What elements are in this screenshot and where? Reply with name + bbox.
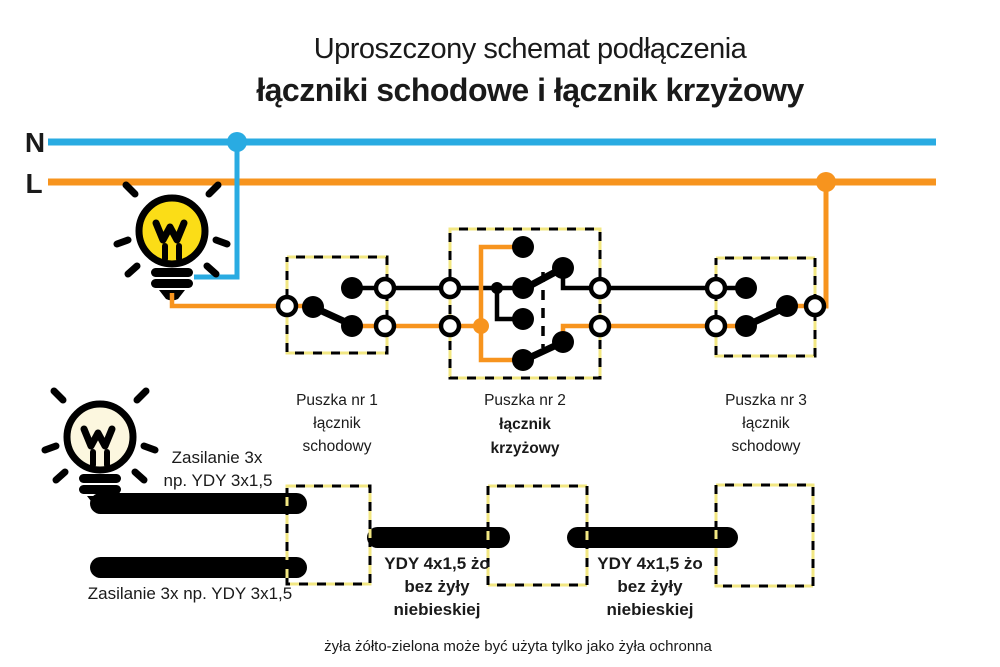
svg-text:łącznik: łącznik xyxy=(499,416,551,433)
svg-text:YDY 4x1,5 żo: YDY 4x1,5 żo xyxy=(384,554,490,573)
lamp-return-wire xyxy=(169,293,315,309)
switch3-bottom-contact xyxy=(735,315,757,337)
cross-black-junction xyxy=(491,282,503,294)
bottom-box-1 xyxy=(285,484,372,586)
terminal xyxy=(373,314,397,338)
cross-orange-fork-top xyxy=(478,244,521,326)
terminal xyxy=(588,314,612,338)
phase-junction-dot xyxy=(816,172,836,192)
supply-label-bottom: Zasilanie 3x np. YDY 3x1,5 xyxy=(88,584,292,603)
terminal xyxy=(438,276,462,300)
diagram-title-line1: Uproszczony schemat podłączenia xyxy=(314,33,748,65)
cross-contact-top xyxy=(512,236,534,258)
cross-contact-lower xyxy=(512,308,534,330)
terminal xyxy=(373,276,397,300)
lightbulb-icon-outline xyxy=(41,387,159,507)
switch1-top-contact xyxy=(341,277,363,299)
link-cable-2 xyxy=(567,527,738,548)
bulb-filament xyxy=(152,219,188,244)
svg-text:np. YDY 3x1,5: np. YDY 3x1,5 xyxy=(163,471,272,490)
footnote: żyła żółto-zielona może być użyta tylko … xyxy=(324,638,712,655)
junction-box-1-label: Puszka nr 1 łącznik schodowy xyxy=(296,392,378,455)
neutral-junction-dot xyxy=(227,132,247,152)
ydy-cable-label-2: YDY 4x1,5 żo bez żyły niebieskiej xyxy=(597,554,703,619)
supply-cable-1 xyxy=(90,493,307,514)
switch1-bottom-contact xyxy=(341,315,363,337)
bulb-filament xyxy=(80,425,116,450)
supply-label-top: Zasilanie 3x np. YDY 3x1,5 xyxy=(163,448,272,490)
svg-text:YDY 4x1,5 żo: YDY 4x1,5 żo xyxy=(597,554,703,573)
svg-text:łącznik: łącznik xyxy=(742,415,790,432)
terminal xyxy=(588,276,612,300)
svg-text:łącznik: łącznik xyxy=(313,415,361,432)
lightbulb-icon xyxy=(113,181,231,301)
ydy-cable-label-1: YDY 4x1,5 żo bez żyły niebieskiej xyxy=(384,554,490,619)
lamp-neutral-wire xyxy=(194,145,240,280)
svg-text:krzyżowy: krzyżowy xyxy=(491,440,560,457)
switch3-common-contact xyxy=(776,295,798,317)
phase-label: L xyxy=(25,168,42,199)
svg-text:bez żyły: bez żyły xyxy=(617,577,683,596)
bottom-box-2 xyxy=(486,484,589,587)
link-cable-1 xyxy=(367,527,510,548)
cross-contact-bottom xyxy=(512,349,534,371)
cross-contact-upper xyxy=(512,277,534,299)
switch1-common-contact xyxy=(302,296,324,318)
svg-text:schodowy: schodowy xyxy=(732,438,801,455)
cross-orange-junction xyxy=(473,318,489,334)
lightbulb-rays xyxy=(41,387,159,484)
svg-text:niebieskiej: niebieskiej xyxy=(607,600,694,619)
svg-text:Puszka nr 2: Puszka nr 2 xyxy=(484,392,566,409)
svg-text:niebieskiej: niebieskiej xyxy=(394,600,481,619)
svg-text:Puszka nr 3: Puszka nr 3 xyxy=(725,392,807,409)
svg-text:Zasilanie 3x: Zasilanie 3x xyxy=(172,448,263,467)
svg-text:bez żyły: bez żyły xyxy=(404,577,470,596)
terminal xyxy=(704,314,728,338)
supply-cable-2 xyxy=(90,557,307,578)
cross-moving-contact-upper xyxy=(552,257,574,279)
junction-box-3-label: Puszka nr 3 łącznik schodowy xyxy=(725,392,807,455)
terminal xyxy=(438,314,462,338)
junction-box-2-label: Puszka nr 2 łącznik krzyżowy xyxy=(484,392,566,457)
svg-text:Puszka nr 1: Puszka nr 1 xyxy=(296,392,378,409)
svg-text:schodowy: schodowy xyxy=(303,438,372,455)
lightbulb-rays xyxy=(113,181,231,278)
cross-orange-fork-bottom xyxy=(478,326,521,363)
junction-box-2 xyxy=(448,227,602,380)
switch3-top-contact xyxy=(735,277,757,299)
diagram-title-line2: łączniki schodowe i łącznik krzyżowy xyxy=(256,72,804,108)
terminal xyxy=(803,294,827,318)
terminal xyxy=(704,276,728,300)
neutral-label: N xyxy=(25,127,45,158)
terminal xyxy=(275,294,299,318)
cross-moving-contact-lower xyxy=(552,331,574,353)
switch3-phase-wire xyxy=(817,186,829,309)
bottom-box-3 xyxy=(714,483,815,588)
